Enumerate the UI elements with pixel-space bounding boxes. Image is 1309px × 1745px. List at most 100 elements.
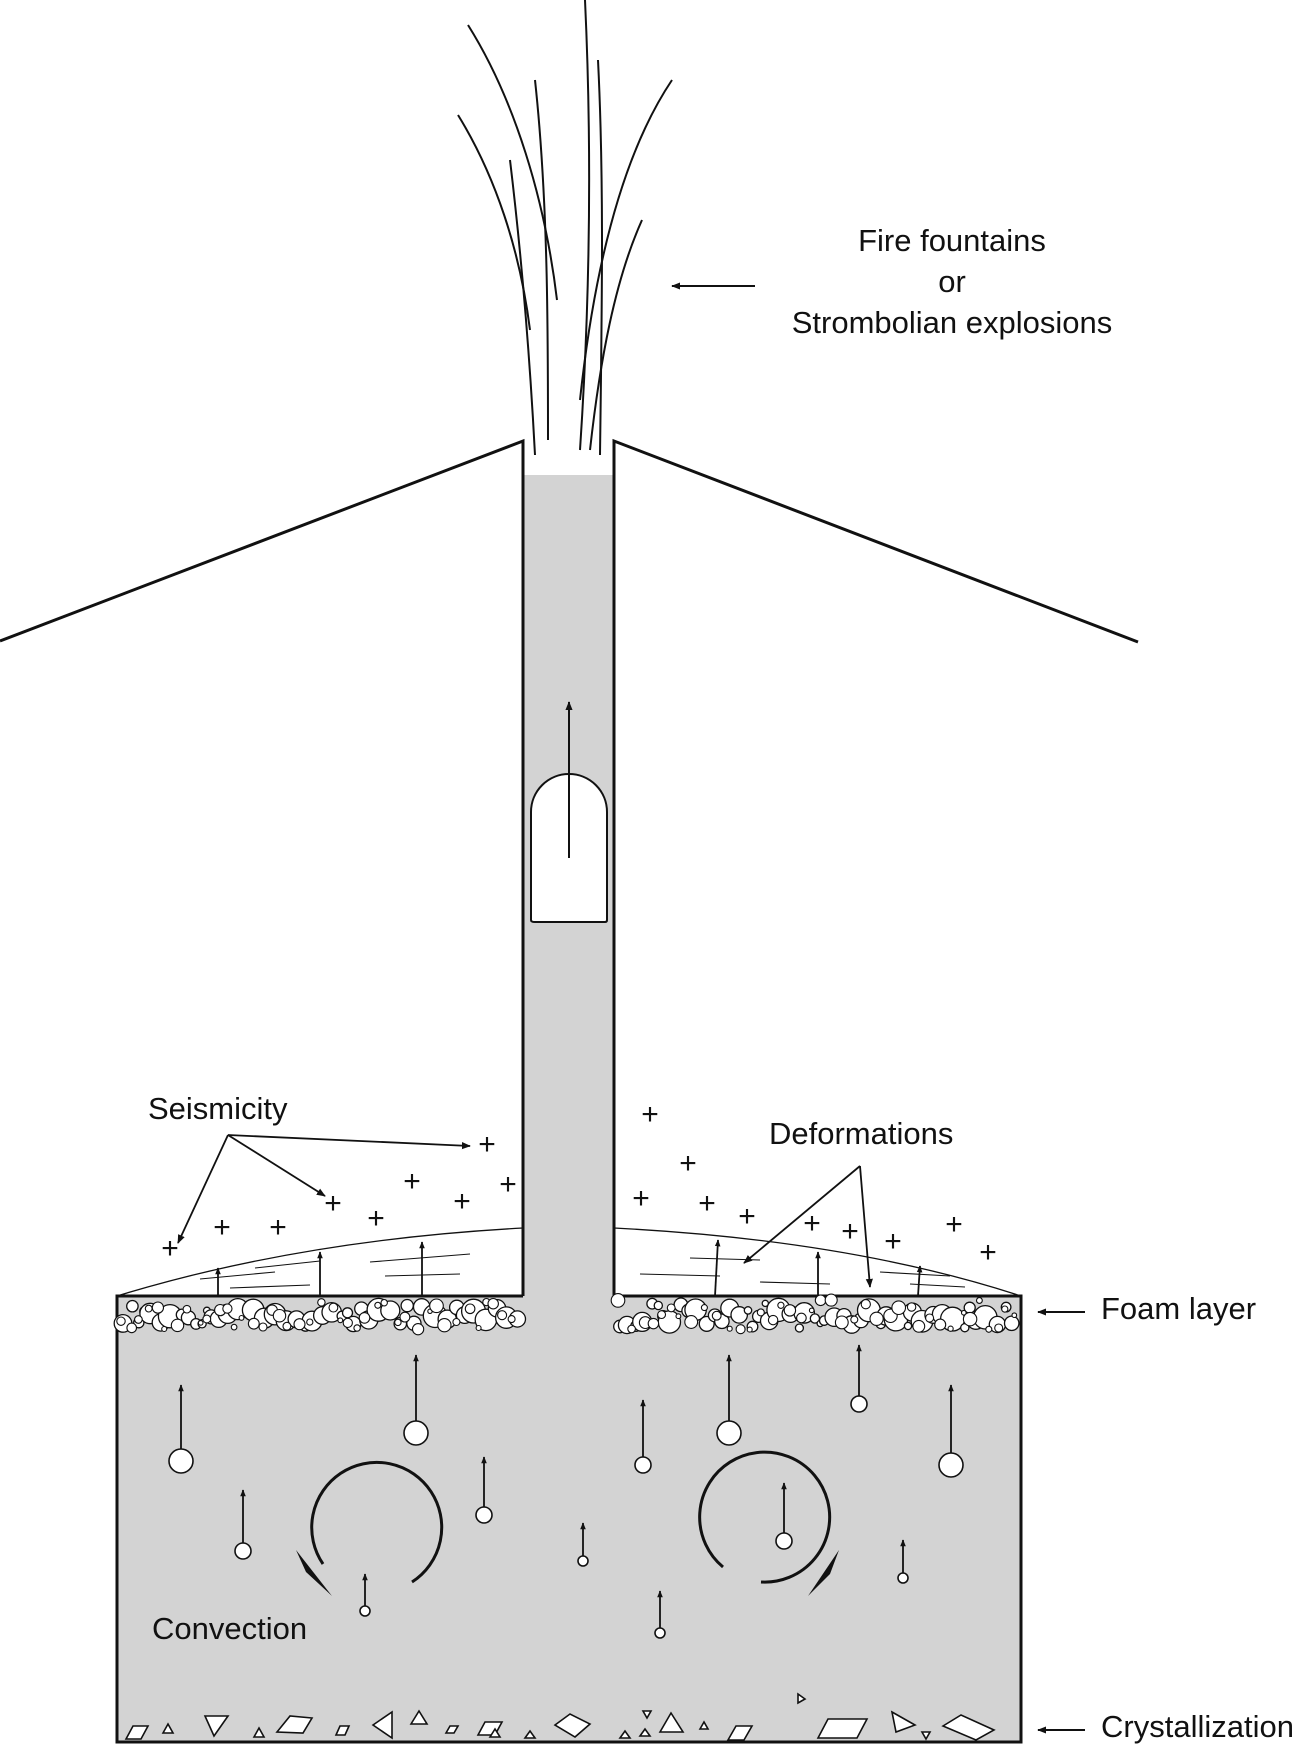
foam-bubble: [1001, 1305, 1009, 1313]
foam-bubble: [730, 1306, 749, 1324]
foam-bubble: [925, 1313, 935, 1323]
foam-bubble: [126, 1322, 138, 1334]
foam-bubble: [610, 1293, 626, 1308]
gas-bubble: [775, 1532, 793, 1550]
foam-bubble: [994, 1323, 1004, 1333]
gas-bubble: [850, 1395, 868, 1413]
foam-bubble: [627, 1324, 636, 1334]
seismic-plus-mark: +: [803, 1207, 821, 1240]
label-convection: Convection: [152, 1611, 307, 1646]
gas-bubble: [654, 1627, 666, 1639]
volcano-outline: [0, 438, 1139, 1296]
foam-bubble: [767, 1314, 779, 1326]
rising-bubbles: [168, 1344, 964, 1639]
foam-bubble: [317, 1298, 326, 1307]
foam-bubble: [437, 1318, 452, 1333]
foam-bubble: [151, 1301, 165, 1314]
foam-bubble: [380, 1298, 388, 1307]
foam-bubble: [170, 1318, 185, 1333]
seismic-plus-mark: +: [884, 1225, 902, 1258]
gas-bubble: [897, 1572, 909, 1584]
foam-bubble: [399, 1311, 411, 1323]
fire-fountain-streaks: [457, 0, 673, 456]
foam-bubble: [860, 1299, 871, 1310]
foam-bubble: [743, 1306, 753, 1315]
foam-bubble: [1011, 1312, 1018, 1319]
foam-bubble: [144, 1304, 153, 1313]
seismic-plus-mark: +: [979, 1236, 997, 1269]
seismic-plus-mark: +: [945, 1208, 963, 1241]
deformation-curve-right: [613, 1227, 1022, 1297]
foam-bubble: [850, 1315, 859, 1324]
foam-bubble: [353, 1324, 361, 1332]
convection-arrowhead-left: [296, 1550, 332, 1596]
foam-bubble: [808, 1307, 815, 1314]
foam-bubble: [394, 1318, 402, 1327]
foam-bubble: [197, 1320, 204, 1326]
foam-bubble: [903, 1321, 913, 1331]
foam-bubble: [182, 1304, 192, 1314]
foam-bubble: [684, 1315, 699, 1329]
foam-bubble: [374, 1301, 382, 1309]
foam-bubble: [906, 1302, 917, 1312]
foam-bubble: [711, 1310, 722, 1321]
seismic-plus-mark: +: [269, 1211, 287, 1244]
foam-bubble: [962, 1311, 978, 1327]
magma-chamber-outline: [115, 1294, 1023, 1744]
foam-bubble: [666, 1303, 676, 1313]
seismic-plus-mark: +: [324, 1187, 342, 1220]
seismic-plus-mark: +: [213, 1211, 231, 1244]
foam-bubble: [814, 1294, 827, 1307]
foam-bubble: [726, 1325, 733, 1332]
foam-bubble: [507, 1315, 516, 1324]
foam-bubble: [1003, 1315, 1020, 1332]
gas-bubble: [403, 1420, 429, 1446]
foam-bubble: [328, 1302, 339, 1313]
seismic-plus-mark: +: [403, 1165, 421, 1198]
gas-bubble: [359, 1605, 371, 1617]
foam-bubble: [247, 1317, 260, 1330]
foam-bubble: [834, 1315, 849, 1330]
gas-bubble: [475, 1506, 493, 1524]
seismic-plus-mark: +: [478, 1128, 496, 1161]
foam-bubble: [400, 1298, 414, 1313]
foam-bubble: [475, 1324, 482, 1332]
seismic-plus-mark: +: [453, 1185, 471, 1218]
foam-bubble: [411, 1323, 425, 1336]
label-deformations: Deformations: [769, 1116, 953, 1151]
foam-bubble: [675, 1313, 682, 1320]
convection-arrowhead-right: [808, 1550, 839, 1596]
foam-bubble: [126, 1299, 139, 1313]
label-strombolian-explosions: Strombolian explosions: [792, 305, 1113, 340]
foam-bubble: [960, 1309, 967, 1316]
foam-bubble: [429, 1298, 444, 1314]
foam-bubble: [134, 1315, 143, 1324]
seismic-plus-mark: +: [499, 1168, 517, 1201]
foam-bubble: [337, 1317, 344, 1324]
foam-bubble: [657, 1310, 667, 1320]
foam-bubble: [746, 1326, 753, 1333]
seismic-plus-mark: +: [161, 1232, 179, 1265]
foam-bubble: [282, 1321, 292, 1331]
foam-bubble: [342, 1317, 353, 1329]
foam-bubble: [258, 1322, 268, 1332]
seismicity-pointers: [177, 1134, 471, 1244]
deformation-curve-left: [116, 1227, 524, 1297]
foam-bubble: [647, 1317, 660, 1330]
gas-bubble: [938, 1452, 964, 1478]
foam-bubble: [497, 1310, 508, 1321]
foam-bubble: [796, 1312, 807, 1324]
crystals: [124, 1692, 996, 1741]
seismic-plus-mark: +: [632, 1182, 650, 1215]
foam-bubble: [230, 1323, 238, 1331]
foam-bubble: [777, 1301, 785, 1309]
foam-bubble: [783, 1304, 797, 1317]
foam-bubble: [735, 1324, 746, 1335]
foam-layer-left: [113, 1297, 527, 1336]
foam-bubble: [272, 1308, 287, 1323]
magma-body: [117, 475, 1021, 1742]
seismic-plus-mark: +: [738, 1200, 756, 1233]
foam-bubble: [293, 1318, 306, 1331]
foam-bubble: [452, 1317, 461, 1327]
foam-bubble: [464, 1303, 476, 1315]
